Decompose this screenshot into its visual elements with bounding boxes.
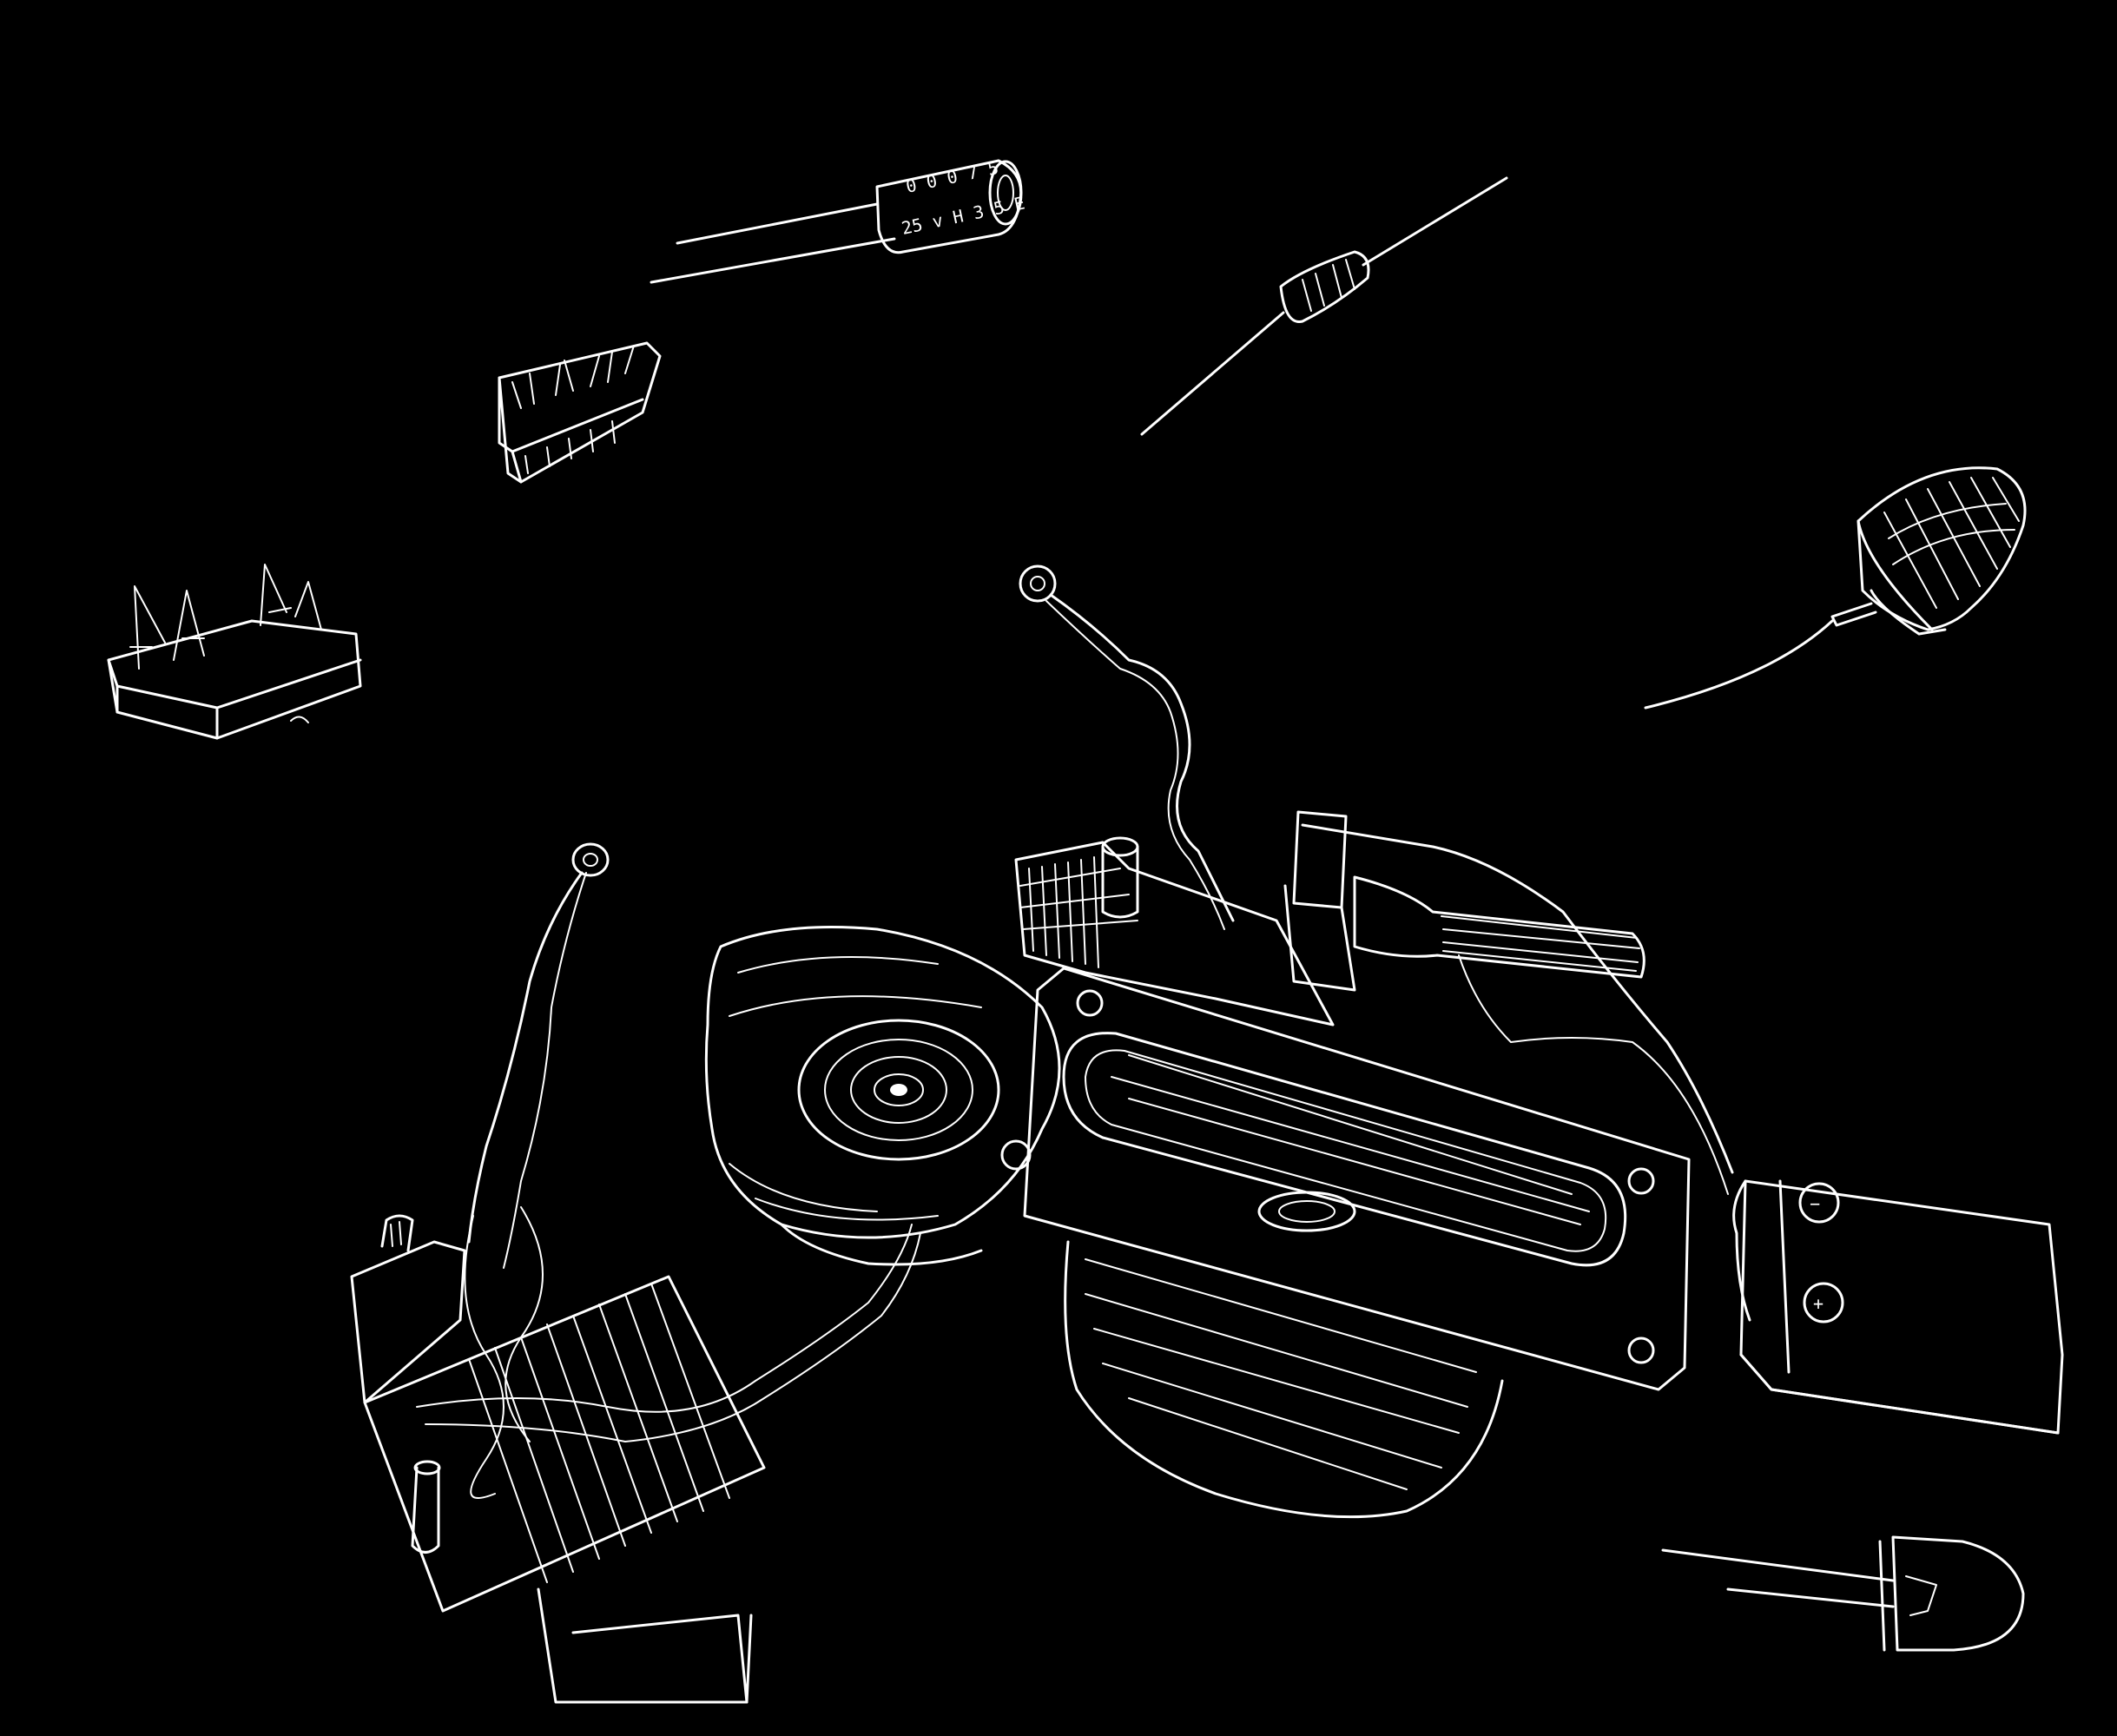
resistor-icon [1140, 176, 1508, 436]
speaker-icon [704, 926, 1061, 1266]
battery-icon: − + [1301, 823, 2064, 1435]
led-icon [1661, 1535, 2025, 1652]
battery-terminal-minus: − [1810, 1193, 1820, 1214]
potentiometer-icon [1644, 466, 2027, 710]
perfboard-icon [1014, 836, 1335, 1026]
speaker-icon [1000, 967, 1691, 1519]
microphone-icon [467, 842, 610, 1269]
ic-chip-icon [498, 341, 662, 484]
potentiometer-icon [1283, 810, 1645, 992]
battery-terminal-plus: + [1813, 1293, 1824, 1314]
microphone-icon [1019, 564, 1235, 930]
ic-chip-icon [107, 564, 362, 740]
perfboard-icon [350, 1206, 921, 1704]
